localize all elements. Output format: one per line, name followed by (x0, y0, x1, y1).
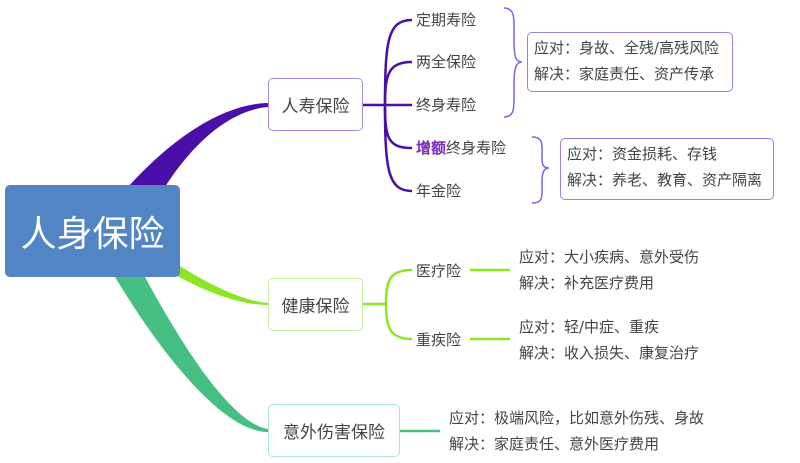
life-connectors (362, 18, 413, 193)
branch-accident (115, 277, 268, 432)
note-accident: 应对：极端风险，比如意外伤残、身故 解决：家庭责任、意外医疗费用 (449, 409, 705, 453)
node-medical[interactable]: 医疗险 (416, 262, 462, 280)
node-endowment[interactable]: 两全保险 (416, 53, 477, 71)
node-term-life[interactable]: 定期寿险 (416, 11, 477, 29)
node-critical-illness[interactable]: 重疾险 (416, 331, 462, 349)
node-accident-insurance[interactable]: 意外伤害保险 (268, 404, 400, 457)
note-box-life-1: 应对：身故、全残/高残风险 解决：家庭责任、资产传承 (527, 32, 733, 92)
note-medical: 应对：大小疾病、意外受伤 解决：补充医疗费用 (519, 248, 700, 292)
note-critical-illness: 应对：轻/中症、重疾 解决：收入损失、康复治疗 (519, 318, 700, 362)
root-node[interactable]: 人身保险 (5, 185, 180, 277)
branch-life (128, 103, 268, 187)
branch-health (168, 266, 268, 305)
braces (503, 7, 550, 204)
node-increasing-whole-life[interactable]: 增额终身寿险 (416, 139, 507, 157)
health-connectors (363, 268, 510, 341)
node-life-insurance[interactable]: 人寿保险 (268, 78, 363, 131)
highlight-text: 增额 (416, 139, 447, 157)
node-health-insurance[interactable]: 健康保险 (268, 278, 363, 331)
node-annuity[interactable]: 年金险 (416, 182, 462, 200)
node-whole-life[interactable]: 终身寿险 (416, 96, 477, 114)
note-box-life-2: 应对：资金损耗、存钱 解决：养老、教育、资产隔离 (560, 138, 774, 200)
